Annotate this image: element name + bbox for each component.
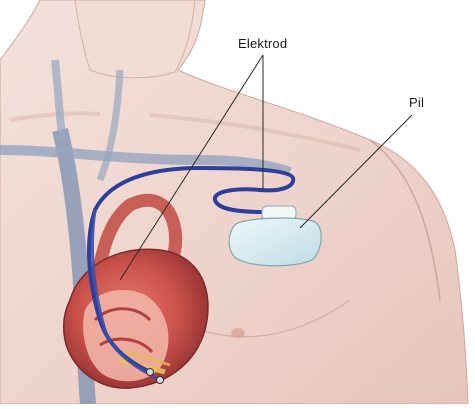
battery-label: Pil	[409, 95, 424, 110]
pacemaker-device	[229, 218, 321, 266]
nipple	[231, 328, 245, 338]
lead-tip	[147, 369, 154, 376]
electrode-label: Elektrod	[238, 36, 287, 51]
neck	[75, 0, 195, 78]
